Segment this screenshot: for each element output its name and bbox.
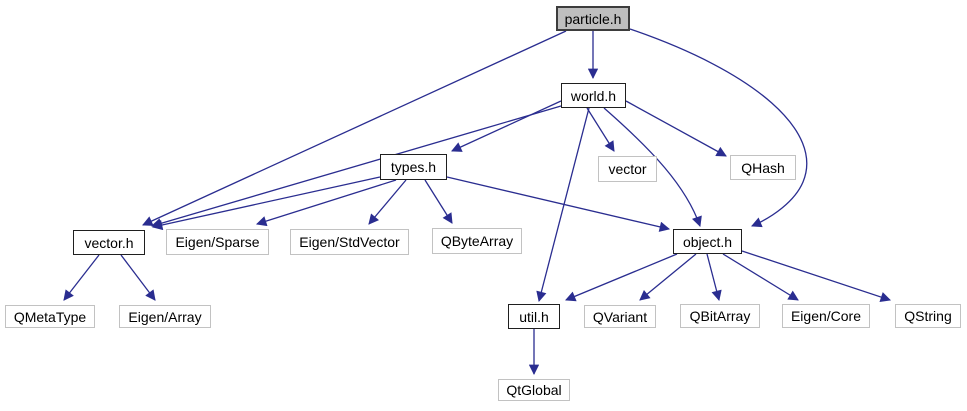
node-util-h[interactable]: util.h	[508, 304, 560, 329]
node-qbytearray: QByteArray	[432, 228, 522, 254]
edge-world.h-types.h	[451, 100, 562, 152]
node-qbitarray: QBitArray	[680, 304, 760, 328]
edge-vector.h-Eigen/Array	[120, 254, 156, 301]
node-eigen-core: Eigen/Core	[782, 304, 870, 328]
node-world-h[interactable]: world.h	[561, 83, 626, 108]
edge-world.h-vector	[586, 107, 615, 152]
node-vector-std: vector	[598, 156, 657, 182]
node-vector-h[interactable]: vector.h	[73, 230, 145, 255]
edge-particle.h-object.h	[629, 28, 808, 228]
edge-vector.h-QMetaType	[63, 254, 100, 301]
edge-types.h-vector.h	[151, 176, 381, 231]
node-object-h[interactable]: object.h	[673, 229, 742, 254]
edge-world.h-object.h	[603, 107, 702, 227]
node-qstring: QString	[895, 304, 961, 328]
edge-particle.h-vector.h	[142, 30, 567, 226]
edge-object.h-Eigen/Core	[722, 253, 799, 301]
node-eigen-array: Eigen/Array	[119, 305, 211, 328]
node-eigen-stdvector: Eigen/StdVector	[290, 229, 409, 255]
edge-object.h-QString	[741, 250, 891, 302]
node-types-h[interactable]: types.h	[380, 154, 447, 180]
node-qhash: QHash	[730, 155, 796, 180]
node-qvariant: QVariant	[584, 305, 656, 328]
edge-object.h-QVariant	[639, 253, 697, 301]
node-qmetatype: QMetaType	[5, 305, 95, 328]
node-particle-h: particle.h	[556, 6, 630, 31]
edge-world.h-vector.h	[151, 105, 562, 229]
edge-types.h-object.h	[446, 176, 671, 232]
edge-types.h-Eigen/Sparse	[256, 179, 397, 227]
node-eigen-sparse: Eigen/Sparse	[166, 229, 269, 255]
node-qtglobal: QtGlobal	[498, 379, 570, 401]
edge-object.h-QBitArray	[706, 253, 722, 302]
edge-world.h-QHash	[625, 100, 727, 157]
edge-object.h-util.h	[565, 253, 678, 302]
edge-types.h-Eigen/StdVector	[368, 179, 407, 225]
edge-types.h-QByteArray	[424, 179, 453, 224]
